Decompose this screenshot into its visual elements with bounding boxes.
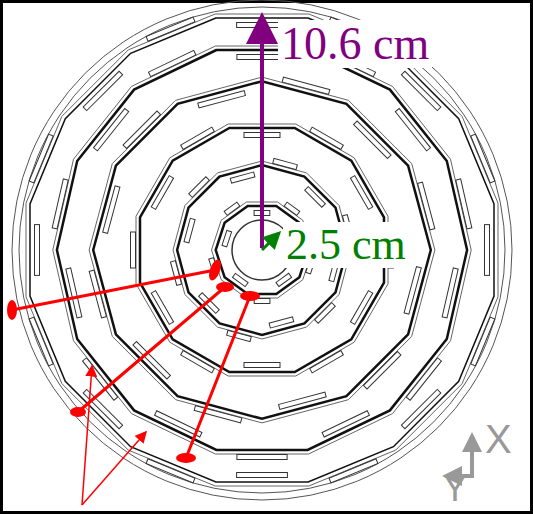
radius-arrow — [262, 233, 279, 250]
sensor-module — [181, 351, 215, 373]
pointer-arrows — [82, 366, 146, 505]
axis-label: Y — [440, 470, 470, 508]
sensor-module — [237, 455, 287, 460]
outer-ring — [19, 7, 505, 493]
sensor-module — [29, 317, 53, 366]
sensor-module — [310, 351, 344, 373]
dimension-label: 10.6 cm — [278, 20, 432, 68]
sensor-module — [279, 392, 327, 409]
radius-arrow — [260, 20, 264, 248]
sensor-module — [66, 268, 82, 318]
sensor-module — [94, 108, 129, 150]
sensor-module — [189, 177, 210, 198]
sensor-module — [224, 202, 240, 215]
sensor-module — [103, 186, 120, 234]
sensor-module — [52, 179, 68, 229]
sensor-module — [406, 358, 441, 400]
sensor-module — [198, 91, 246, 108]
sensor-module — [123, 111, 160, 148]
sensor-module — [354, 121, 391, 158]
sensor-module — [227, 330, 252, 341]
sensor-module — [442, 268, 458, 318]
sensor-module — [404, 267, 421, 315]
ladder-layer — [26, 14, 498, 486]
silicon-layers — [26, 14, 498, 486]
sensor-module — [322, 411, 369, 437]
sensor-module — [222, 230, 232, 246]
sensor-module — [151, 176, 173, 210]
sensor-module — [170, 261, 181, 286]
track-lines — [7, 258, 260, 463]
sensor-module — [273, 158, 298, 169]
sensor-module — [230, 172, 255, 183]
sensor-module — [401, 71, 440, 110]
sensor-module — [363, 351, 400, 388]
sensor-module — [471, 317, 495, 366]
sensor-module — [329, 459, 378, 483]
sensor-module — [237, 473, 288, 478]
outer-ring — [12, 0, 512, 500]
sensor-module — [284, 202, 300, 215]
sensor-module — [244, 363, 280, 368]
sensor-module — [35, 225, 40, 276]
sensor-module — [146, 17, 195, 41]
sensor-module — [269, 317, 294, 328]
sensor-module — [305, 187, 326, 208]
sensor-module — [395, 108, 430, 150]
sensor-module — [148, 50, 195, 76]
ladder-layer — [30, 18, 494, 482]
sensor-module — [184, 218, 195, 243]
sensor-module — [456, 179, 472, 229]
sensor-module — [471, 134, 495, 183]
sensor-module — [310, 127, 344, 149]
sensor-module — [350, 176, 372, 210]
sensor-module — [485, 225, 490, 276]
sensor-module — [83, 71, 122, 110]
sensor-module — [181, 127, 215, 149]
sensor-module — [282, 77, 330, 94]
sensor-module — [151, 291, 173, 325]
axis-label: X — [482, 418, 515, 460]
dimension-label: 2.5 cm — [283, 222, 409, 268]
sensor-module — [29, 134, 53, 183]
sensor-module — [315, 303, 336, 324]
sensor-module — [418, 182, 435, 230]
sensor-module — [131, 232, 136, 268]
sensor-module — [401, 389, 440, 428]
sensor-module — [350, 291, 372, 325]
